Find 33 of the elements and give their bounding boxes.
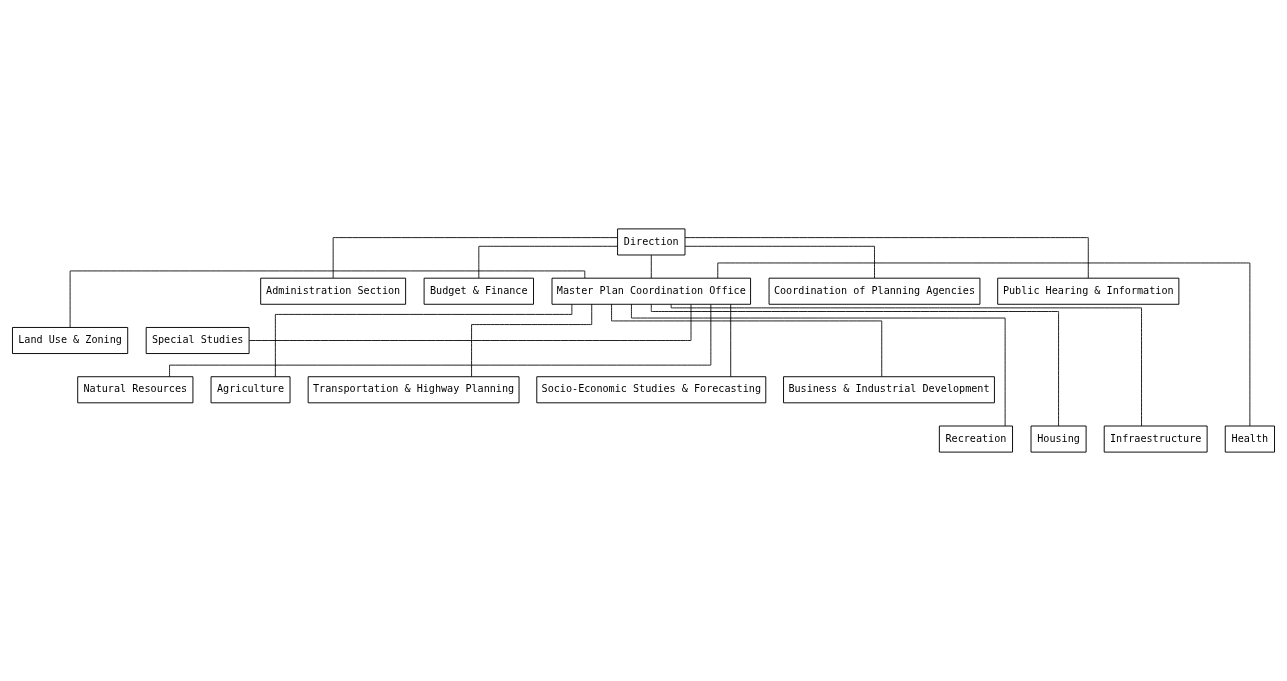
node-box: Special Studies (145, 327, 250, 354)
connector (274, 304, 573, 378)
connector (631, 303, 1006, 427)
connector (332, 237, 618, 279)
node-box: Budget & Finance (423, 277, 534, 305)
node-box: Agriculture (210, 376, 291, 404)
node-box: Natural Resources (77, 376, 194, 404)
node-box: Land Use & Zoning (12, 327, 129, 354)
node-box: Recreation (938, 425, 1013, 453)
node-box: Infraestructure (1103, 425, 1208, 453)
connector (478, 245, 618, 279)
node-box: Coordination of Planning Agencies (768, 277, 981, 305)
connector (670, 303, 1142, 427)
connector (169, 304, 712, 378)
node-box: Health (1224, 425, 1275, 453)
connector (730, 303, 732, 378)
connector (471, 303, 593, 377)
node-box: Public Hearing & Information (997, 277, 1180, 305)
connector (684, 237, 1089, 279)
node-box: Direction (617, 228, 686, 256)
node-box: Housing (1030, 425, 1087, 453)
node-box: Business & Industrial Development (783, 376, 995, 404)
connector (69, 270, 586, 328)
node-box: Socio-Economic Studies & Forecasting (536, 376, 767, 404)
node-box: Transportation & Highway Planning (307, 376, 520, 404)
node-box: Administration Section (260, 277, 407, 305)
node-box: Master Plan Coordination Office (551, 277, 752, 305)
connector (684, 245, 875, 279)
connector (248, 304, 692, 341)
connector (650, 254, 652, 279)
connector (611, 303, 883, 377)
connector (650, 304, 1059, 427)
connector (717, 262, 1251, 427)
